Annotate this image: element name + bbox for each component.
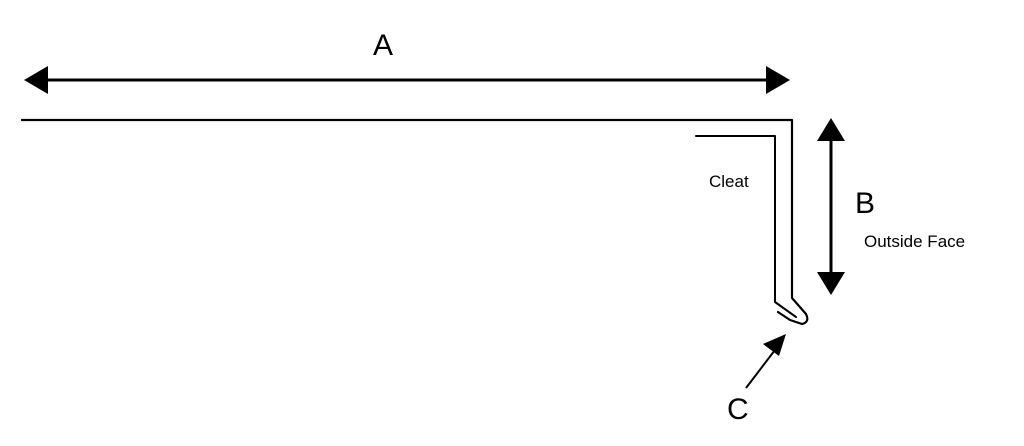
- hem-c-label: C: [727, 393, 749, 426]
- dimension-a-arrow: [24, 66, 790, 94]
- pointer-c-arrow: [745, 334, 786, 389]
- cleat-line: [695, 135, 797, 318]
- dimension-b-label: B: [855, 187, 876, 220]
- cleat-label: Cleat: [709, 172, 749, 191]
- outside-face-label: Outside Face: [864, 232, 966, 251]
- dimension-a-label: A: [373, 29, 394, 62]
- flashing-profile-line: [20, 118, 809, 326]
- dimension-b-arrow: [817, 118, 845, 295]
